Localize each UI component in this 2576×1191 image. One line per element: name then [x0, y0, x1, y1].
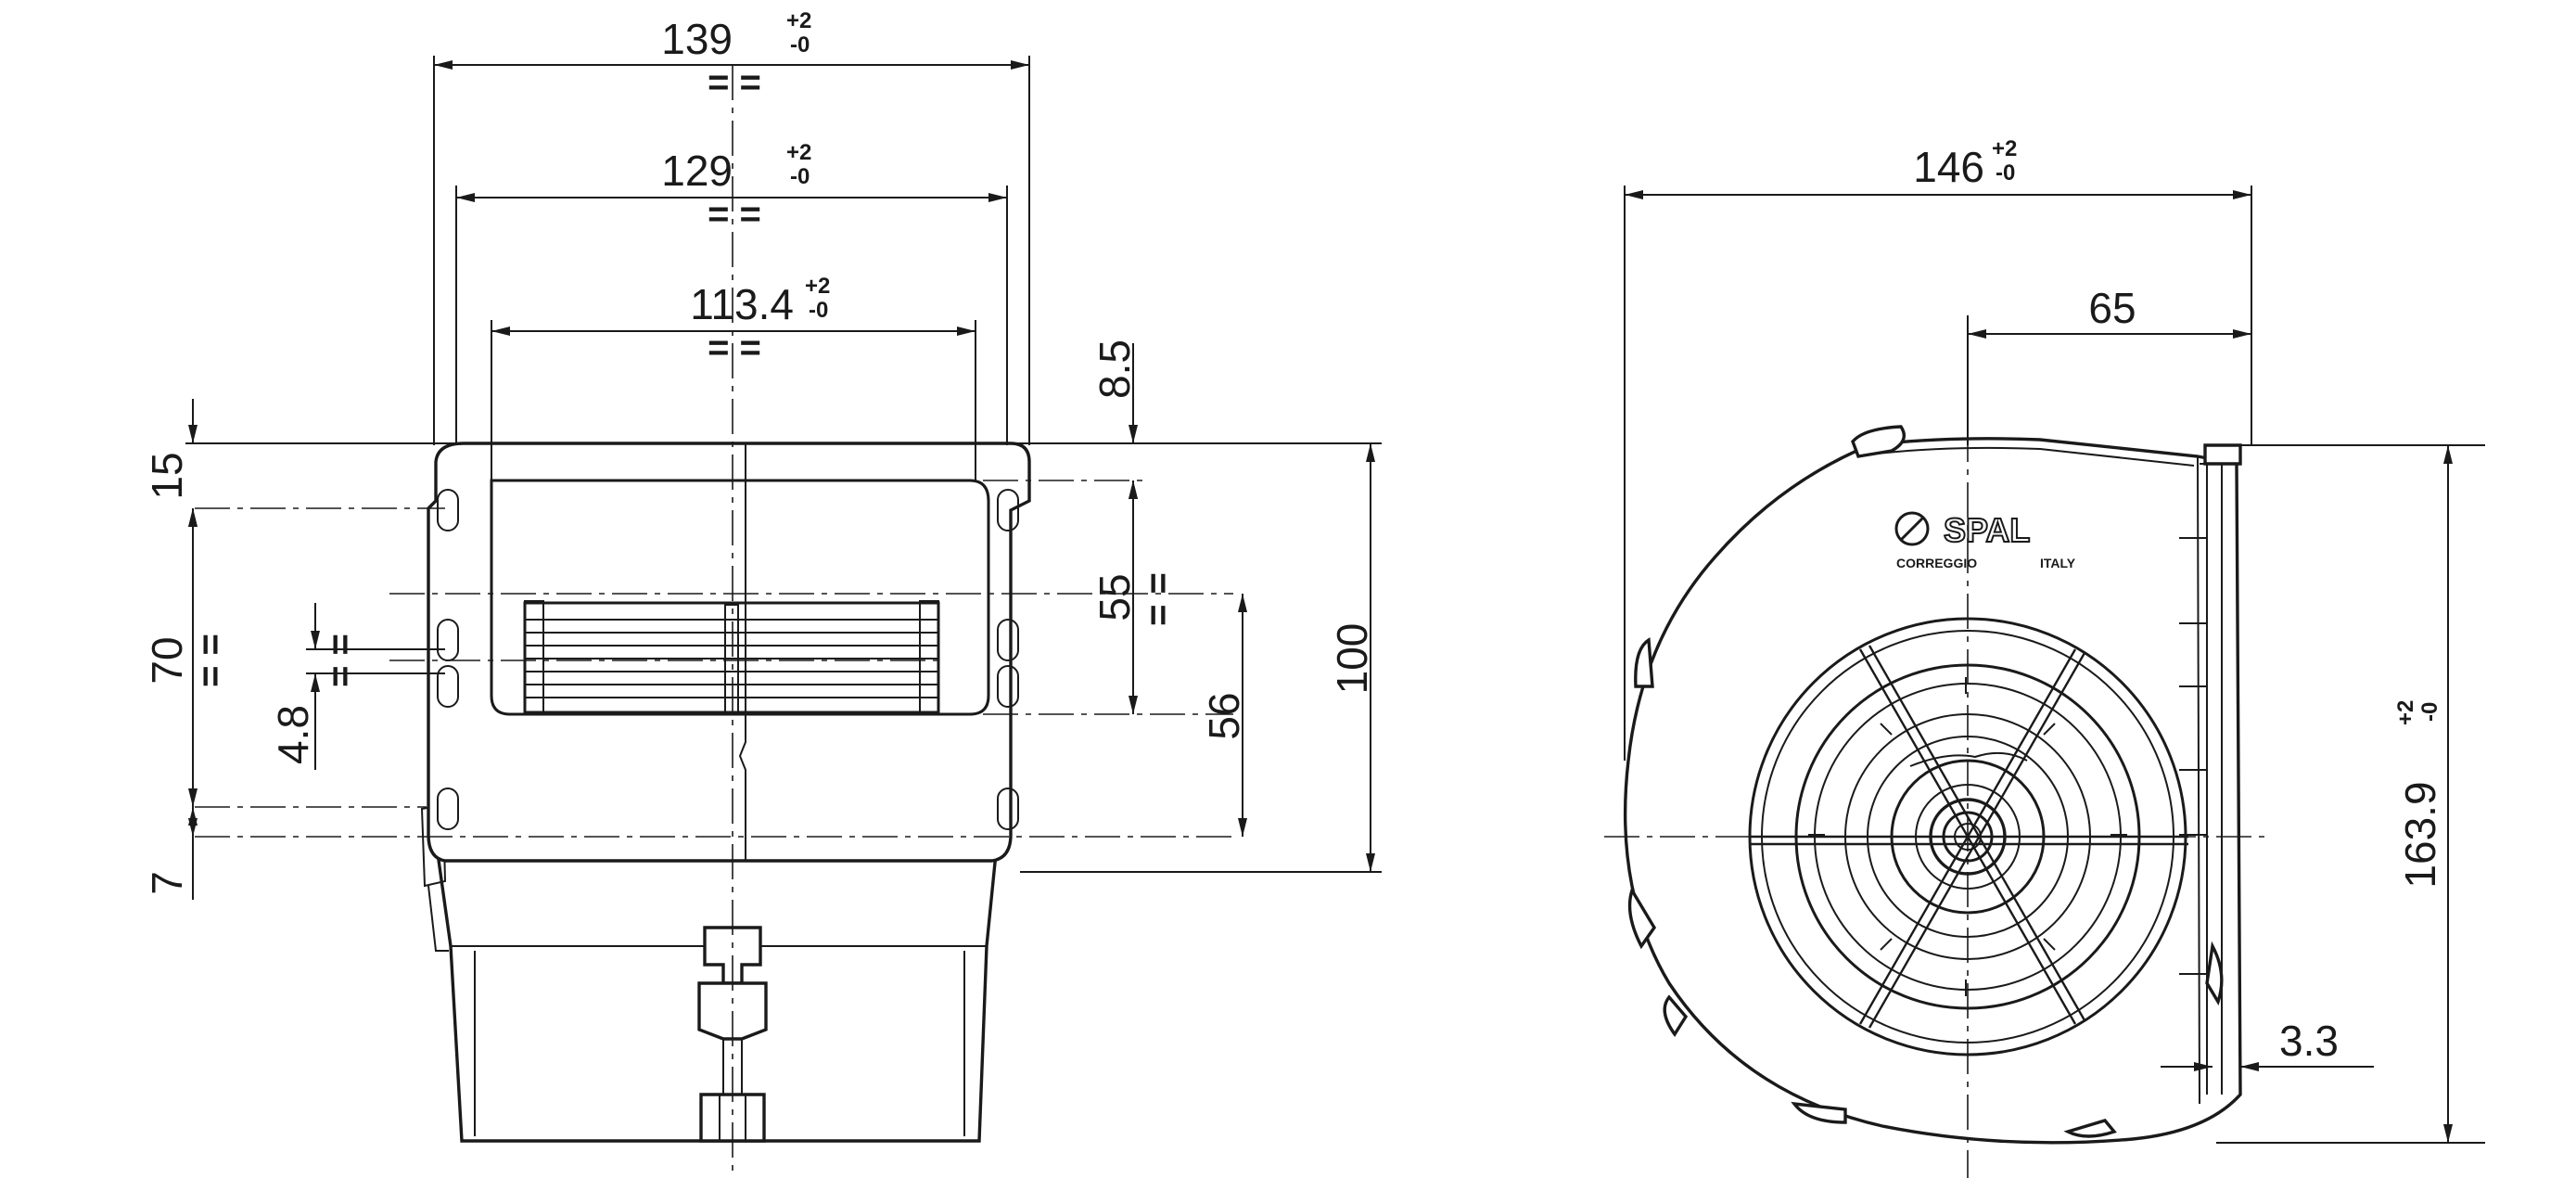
dim-146-value: 146 — [1913, 143, 1984, 191]
dimension-129: 129 +2 -0 = = — [456, 140, 1007, 235]
dim-70-value: 70 — [143, 636, 191, 684]
dimension-146: 146 +2 -0 — [1625, 136, 2251, 199]
dim-3-3-value: 3.3 — [2279, 1017, 2339, 1065]
dimension-65: 65 — [1968, 284, 2251, 339]
dim-8-5-value: 8.5 — [1090, 339, 1139, 399]
equal-mark-4-8: = = — [320, 634, 361, 687]
dim-113-4-value: 113.4 — [690, 280, 794, 328]
italy-text: ITALY — [2040, 556, 2076, 570]
dim-129-tol-plus: +2 — [786, 140, 811, 165]
dimension-139: 139 +2 -0 = = — [434, 8, 1029, 103]
side-view: 139 +2 -0 = = 129 +2 -0 = = 113.4 +2 -0 … — [143, 8, 1382, 1178]
dimension-4-8: 4.8 = = — [269, 603, 445, 770]
dim-163-9-tol-minus: -0 — [2417, 702, 2442, 722]
front-scroll-housing — [1623, 425, 2242, 1145]
dim-100-value: 100 — [1328, 623, 1376, 695]
spal-logo: SPAL CORREGGIO ITALY — [1894, 510, 2076, 570]
dimension-15: 15 — [143, 399, 198, 557]
front-view: SPAL CORREGGIO ITALY — [1604, 136, 2485, 1178]
dim-15-value: 15 — [143, 452, 191, 499]
dim-139-tol-plus: +2 — [786, 8, 811, 33]
dim-7-value: 7 — [143, 871, 191, 895]
side-scroll-body — [427, 442, 1031, 863]
dimension-8-5: 8.5 — [1090, 339, 1139, 519]
dim-129-value: 129 — [661, 147, 733, 195]
equal-mark-113: = = — [708, 327, 761, 368]
dimension-100: 100 — [1328, 443, 1376, 872]
dimension-113-4: 113.4 +2 -0 = = — [491, 274, 976, 368]
spal-logo-text: SPAL — [1944, 511, 2030, 549]
dimension-56: 56 — [1200, 594, 1248, 837]
dim-55-value: 55 — [1090, 573, 1139, 621]
equal-mark-139: = = — [708, 62, 761, 103]
dim-146-tol-minus: -0 — [1996, 160, 2015, 186]
side-impeller — [523, 600, 940, 715]
equal-mark-70: = = — [190, 634, 231, 687]
dim-129-tol-minus: -0 — [790, 164, 810, 189]
side-motor-housing — [420, 803, 998, 1143]
dimension-7: 7 — [143, 807, 198, 900]
dim-4-8-value: 4.8 — [269, 705, 317, 764]
dim-139-tol-minus: -0 — [790, 32, 810, 58]
dimension-3-3: 3.3 — [2161, 1017, 2374, 1071]
side-slots-right — [997, 489, 1019, 830]
dim-65-value: 65 — [2088, 284, 2136, 332]
dim-56-value: 56 — [1200, 692, 1248, 739]
dim-163-9-tol-plus: +2 — [2393, 700, 2418, 725]
equal-mark-129: = = — [708, 194, 761, 235]
dim-163-9-value: 163.9 — [2396, 781, 2444, 888]
correggio-text: CORREGGIO — [1896, 556, 1977, 570]
dim-113-4-tol-plus: +2 — [805, 274, 830, 299]
dimension-70: 70 = = — [143, 508, 231, 807]
dimension-55: 55 = = — [1090, 480, 1179, 714]
equal-mark-55: = = — [1138, 572, 1179, 626]
dimension-163-9: 163.9 +2 -0 — [2393, 445, 2453, 1143]
dim-139-value: 139 — [661, 15, 733, 63]
dim-113-4-tol-minus: -0 — [809, 298, 828, 323]
dim-146-tol-plus: +2 — [1992, 136, 2017, 161]
